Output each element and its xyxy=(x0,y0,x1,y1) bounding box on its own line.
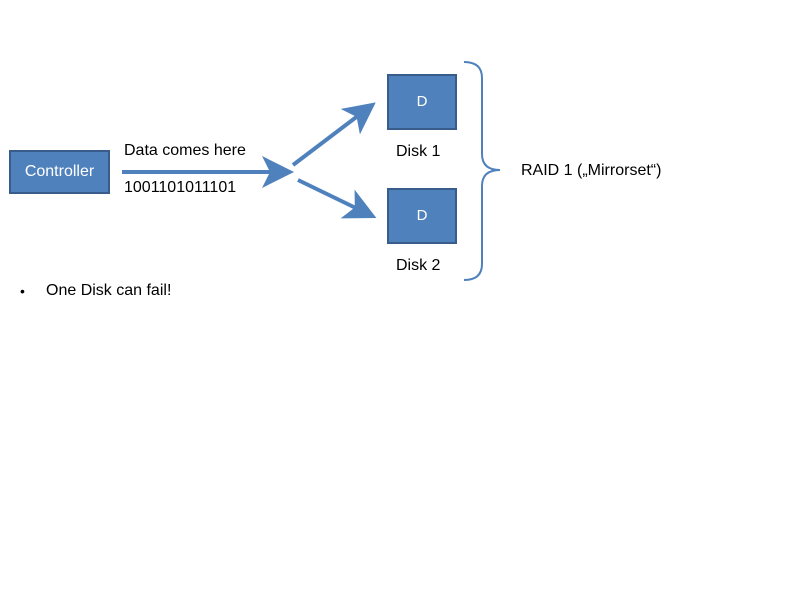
mirror-arrow-disk-1 xyxy=(291,102,376,167)
controller-label: Controller xyxy=(24,163,95,180)
disk-2-box: D xyxy=(387,188,457,244)
disk-1-label: Disk 1 xyxy=(396,143,441,160)
disk-1-box-label: D xyxy=(416,92,428,110)
raid-group-label: RAID 1 („Mirrorset“) xyxy=(521,162,662,179)
raid-group-brace xyxy=(463,61,501,281)
bullet-item: • One Disk can fail! xyxy=(20,282,171,300)
bullet-text: One Disk can fail! xyxy=(46,282,172,299)
controller-box: Controller xyxy=(9,150,110,194)
mirror-arrow-disk-2 xyxy=(297,178,377,219)
data-bits: 1001101011101 xyxy=(124,179,237,196)
bullet-marker: • xyxy=(20,283,25,299)
disk-2-label: Disk 2 xyxy=(396,257,441,274)
data-caption: Data comes here xyxy=(124,142,246,159)
disk-2-box-label: D xyxy=(416,206,428,224)
disk-1-box: D xyxy=(387,74,457,130)
